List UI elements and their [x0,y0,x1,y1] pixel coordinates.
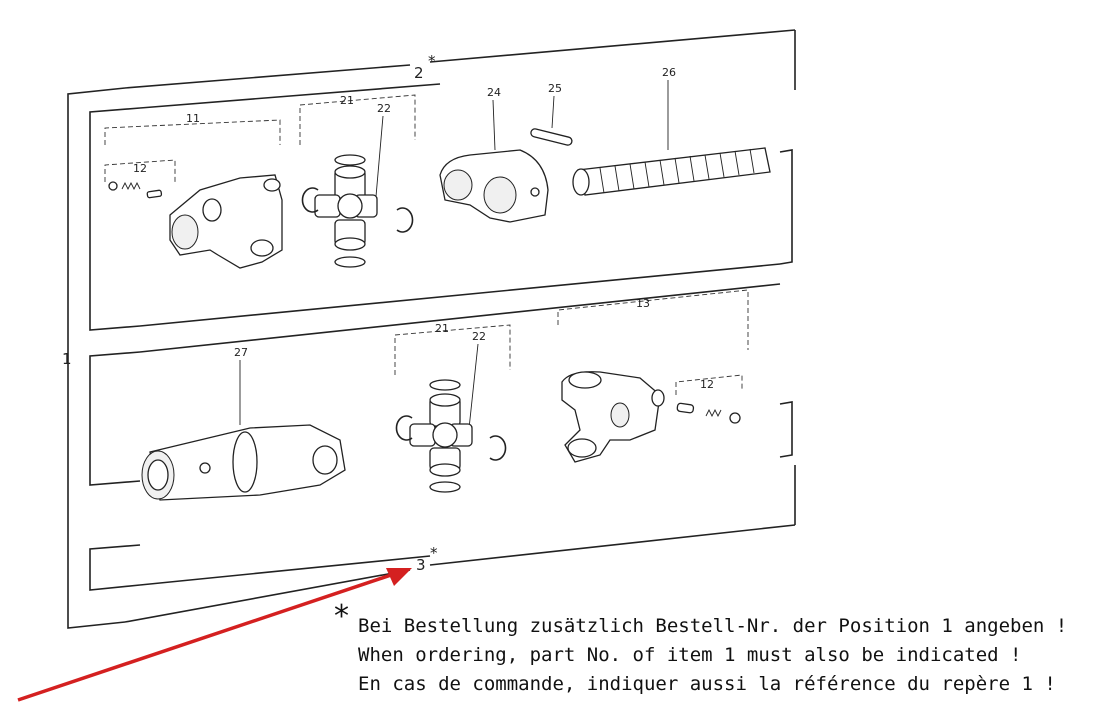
label-part-26: 26 [662,66,676,79]
star-upper-group: * [428,52,436,70]
label-part-25: 25 [548,82,562,95]
label-part-12-lower: 12 [700,378,714,391]
upper-group-bracket [89,83,793,331]
part-26-splined-shaft: 26 [572,66,771,196]
part-11-yoke-upper: 11 12 [104,112,283,269]
label-part-13: 13 [636,297,650,310]
label-part-22-lower: 22 [472,330,486,343]
callout-arrow [17,568,412,702]
part-13-yoke-lower: 13 12 [557,289,749,463]
note-line-fr: En cas de commande, indiquer aussi la ré… [358,673,1056,695]
part-25-roll-pin: 25 [530,82,573,146]
lower-group-bracket [89,283,793,591]
part-21-cross-upper: 21 22 [299,94,416,268]
part-27-outer-tube-yoke: 27 [141,346,346,501]
label-part-24: 24 [487,86,501,99]
label-lower-group: 3 [416,556,426,574]
label-part-12-upper: 12 [133,162,147,175]
note-line-de: Bei Bestellung zusätzlich Bestell-Nr. de… [358,615,1067,637]
label-part-11: 11 [186,112,200,125]
assembly-bracket [67,29,796,629]
part-24-inner-yoke: 24 [439,86,549,223]
label-upper-group: 2 [414,64,424,82]
note-star: * [334,599,349,634]
label-part-21-upper: 21 [340,94,354,107]
star-lower-group: * [430,544,438,562]
label-part-27: 27 [234,346,248,359]
label-part-22-upper: 22 [377,102,391,115]
label-part-21-lower: 21 [435,322,449,335]
order-note: * Bei Bestellung zusätzlich Bestell-Nr. … [334,599,1067,695]
label-assembly: 1 [62,350,72,368]
note-line-en: When ordering, part No. of item 1 must a… [358,644,1021,666]
part-21-cross-lower: 21 22 [394,322,511,493]
